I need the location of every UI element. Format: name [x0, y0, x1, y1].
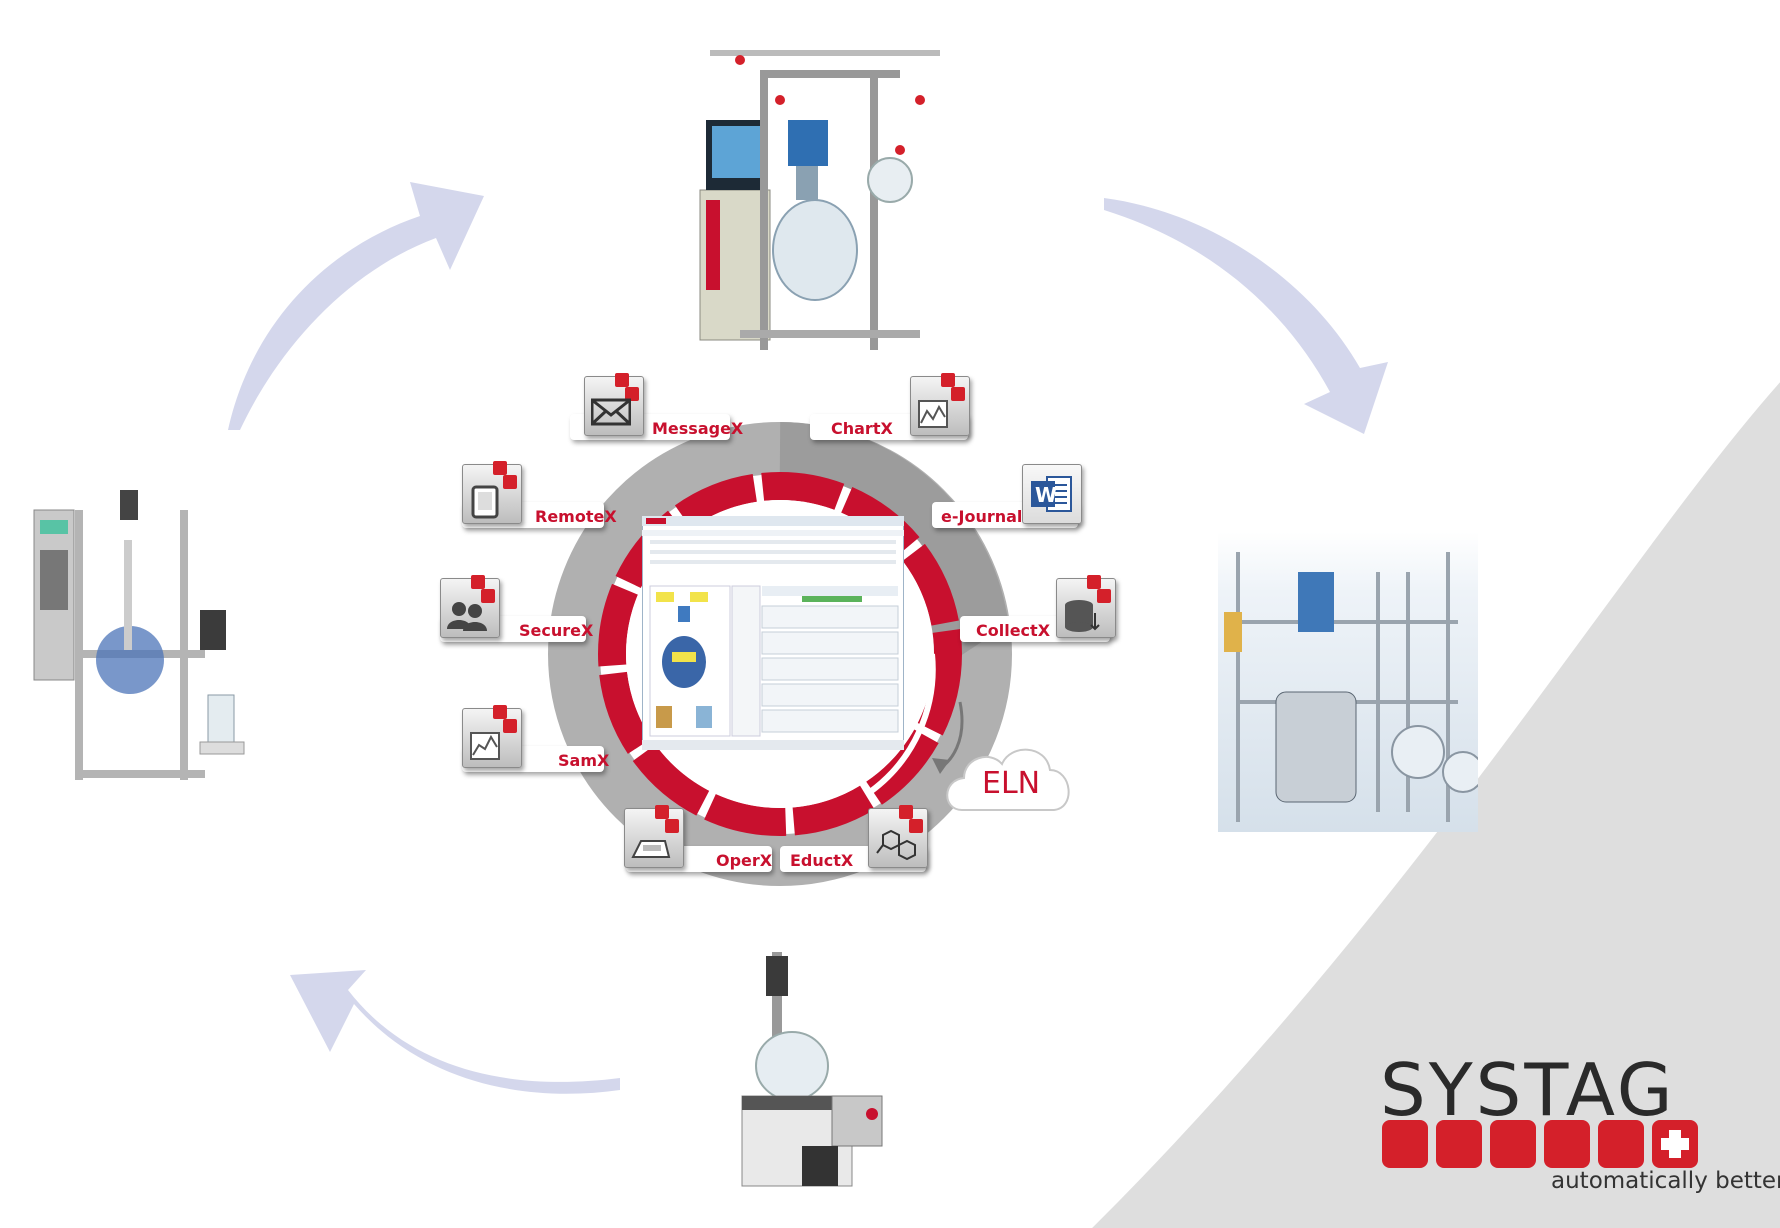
chart-document-icon: [910, 373, 970, 436]
module-securex-label: SecureX: [519, 621, 594, 640]
arrow-bottom-left: [290, 970, 620, 1094]
brand-name: SYSTAG: [1380, 1048, 1676, 1132]
module-ejournal-label: e-Journal: [941, 507, 1023, 526]
app-screenshot: [642, 516, 904, 750]
arrow-top-left: [228, 182, 484, 430]
module-chartx-label: ChartX: [831, 419, 893, 438]
arrow-top-right: [1104, 198, 1388, 434]
envelope-icon: [584, 373, 644, 436]
database-sync-icon: [1056, 575, 1116, 638]
module-eductx-label: EductX: [790, 851, 854, 870]
operator-icon: [624, 805, 684, 868]
pilot-reactor-photo: [699, 50, 940, 350]
eln-cloud-icon: [946, 748, 1070, 811]
users-icon: [440, 575, 500, 638]
tablet-icon: [462, 461, 522, 524]
molecule-icon: [868, 805, 928, 868]
plant-reactor-photo: [1218, 532, 1478, 832]
module-remotex-label: RemoteX: [535, 507, 617, 526]
module-operx-label: OperX: [716, 851, 773, 870]
brand-logo-blocks: [1382, 1120, 1698, 1168]
module-samx-label: SamX: [558, 751, 610, 770]
mini-reactor-photo: [741, 952, 883, 1187]
word-icon-letter: W: [1035, 483, 1057, 507]
word-document-icon: W: [1022, 464, 1082, 524]
brand-tagline: automatically better: [1551, 1168, 1780, 1194]
eln-label: ELN: [982, 766, 1041, 801]
lab-reactor-photo: [33, 490, 245, 780]
module-messagex-label: MessageX: [652, 419, 744, 438]
sample-chart-icon: [462, 705, 522, 768]
module-collectx-label: CollectX: [976, 621, 1051, 640]
